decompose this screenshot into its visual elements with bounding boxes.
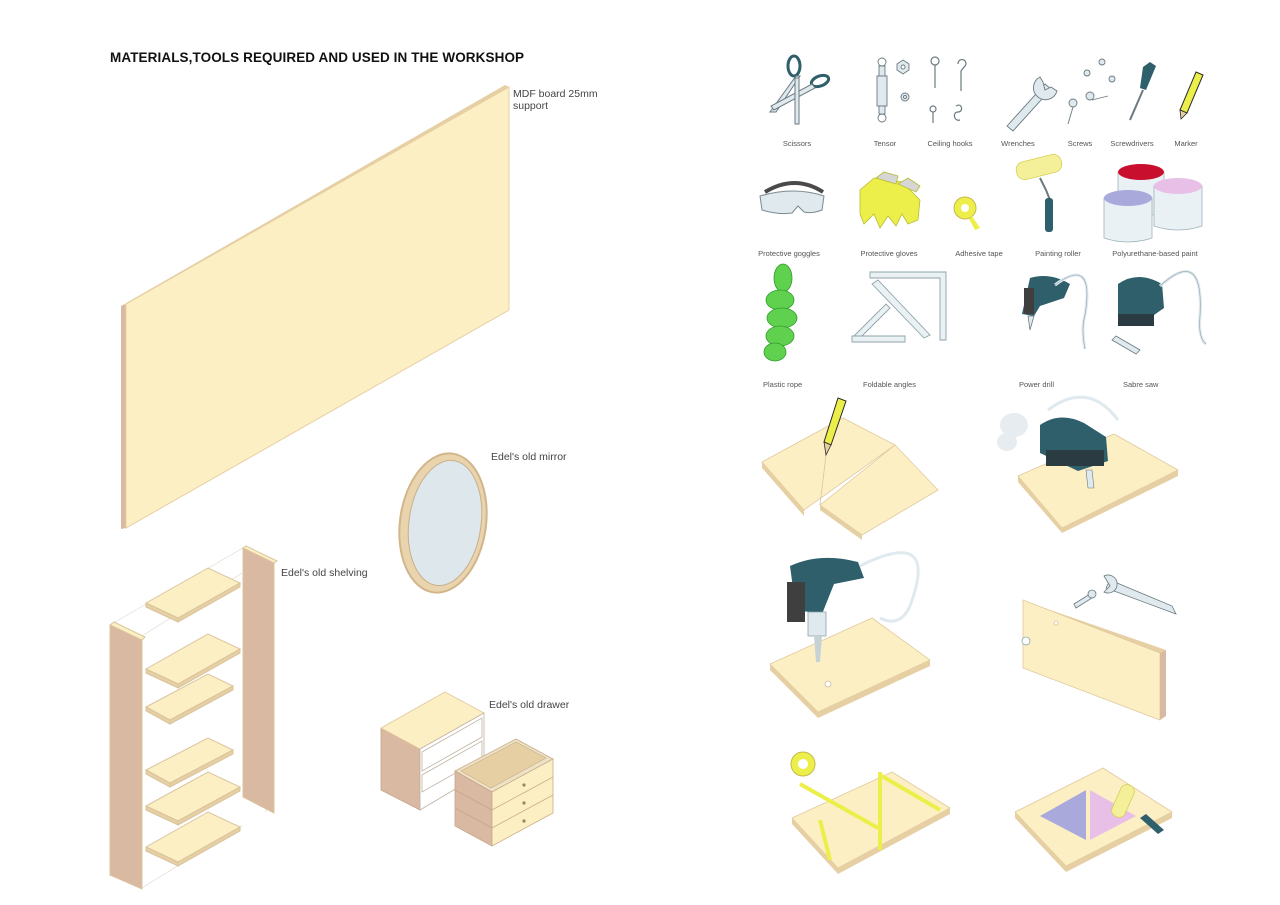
- foldable-angles-icon: [850, 271, 947, 343]
- scissors-icon: [769, 54, 831, 125]
- gloves-icon: [859, 171, 921, 229]
- mdf-board: [121, 85, 510, 529]
- screwdrivers-label: Screwdrivers: [1110, 139, 1154, 148]
- mdf-board-label: MDF board 25mm support: [513, 88, 598, 112]
- wrenches-label: Wrenches: [1001, 139, 1035, 148]
- step-sawing: [997, 395, 1179, 533]
- painting-roller-icon: [1015, 154, 1063, 232]
- goggles-icon: [759, 181, 825, 215]
- ceiling-hooks-icon: [929, 56, 967, 123]
- sabre-saw-icon: [1111, 269, 1208, 355]
- wrenches-icon: [1006, 76, 1058, 132]
- mdf-board-label-line1: MDF board 25mm: [513, 88, 598, 100]
- ceiling-hooks-label: Ceiling hooks: [927, 139, 973, 148]
- mirror-label: Edel's old mirror: [491, 451, 567, 463]
- paint-label: Polyurethane-based paint: [1112, 249, 1198, 258]
- gloves-label: Protective gloves: [860, 249, 918, 258]
- step-screwing: [1021, 574, 1177, 721]
- drawer: [380, 691, 554, 847]
- drawer-label: Edel's old drawer: [489, 699, 570, 711]
- step-marking: [761, 397, 939, 540]
- page-title: MATERIALS,TOOLS REQUIRED AND USED IN THE…: [110, 50, 525, 65]
- screws-icon: [1067, 58, 1116, 125]
- roller-label: Painting roller: [1035, 249, 1081, 258]
- tensor-icon: [876, 57, 910, 123]
- screws-label: Screws: [1067, 139, 1093, 148]
- marker-label: Marker: [1174, 139, 1198, 148]
- paint-cans-icon: [1103, 164, 1203, 243]
- step-taping: [790, 751, 951, 874]
- saw-label: Sabre saw: [1123, 380, 1159, 389]
- power-drill-icon: [1022, 273, 1089, 350]
- screwdriver-icon: [1129, 62, 1156, 121]
- step-painting: [1014, 767, 1173, 872]
- step-drilling: [769, 551, 931, 718]
- adhesive-tape-icon: [953, 196, 980, 230]
- plastic-rope-icon: [763, 263, 798, 362]
- drill-label: Power drill: [1019, 380, 1055, 389]
- scissors-label: Scissors: [782, 139, 812, 148]
- tensor-label: Tensor: [873, 139, 897, 148]
- angles-label: Foldable angles: [863, 380, 916, 389]
- marker-icon: [1179, 71, 1204, 120]
- shelving-label: Edel's old shelving: [281, 567, 368, 579]
- tape-label: Adhesive tape: [955, 249, 1003, 258]
- mdf-board-label-line2: support: [513, 100, 549, 112]
- goggles-label: Protective goggles: [758, 249, 820, 258]
- rope-label: Plastic rope: [763, 380, 803, 389]
- shelving: [109, 545, 279, 890]
- mirror: [398, 452, 488, 594]
